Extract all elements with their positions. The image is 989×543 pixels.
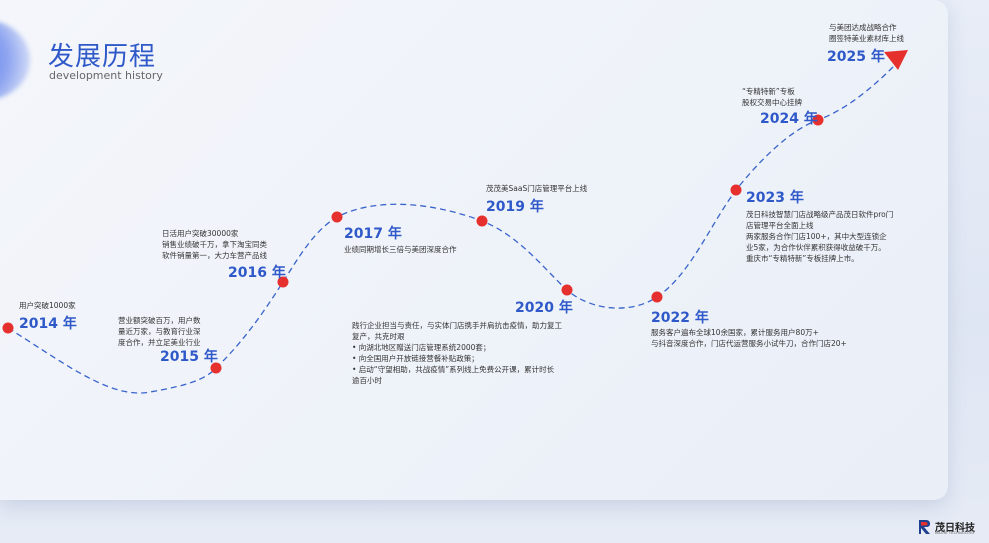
brand-mark-icon xyxy=(919,520,930,534)
page-subtitle: development history xyxy=(49,69,163,82)
milestone-2016-year: 2016 年 xyxy=(228,265,286,281)
brand-name: 茂日科技 xyxy=(935,523,975,534)
milestone-dot xyxy=(476,215,488,227)
milestone-2024-text: “专精特新”专板 股权交易中心挂牌 xyxy=(742,87,802,107)
milestone-dot xyxy=(561,284,573,296)
milestone-2020-year: 2020 年 xyxy=(515,300,573,316)
milestone-dot xyxy=(812,114,824,126)
milestone-dot xyxy=(331,211,343,223)
milestone-dot xyxy=(2,322,14,334)
milestone-2014-year: 2014 年 xyxy=(19,316,77,332)
brand-logo: 茂日科技 MAORI TECHNOLOGY xyxy=(918,519,982,537)
milestone-2017-year: 2017 年 xyxy=(344,226,402,242)
milestone-dot xyxy=(210,362,222,374)
milestone-2024-year: 2024 年 xyxy=(760,111,818,127)
milestone-2016-text: 日活用户突破30000家 销售业绩破千万，拿下淘宝同类 软件销量第一，大力车营产… xyxy=(162,229,267,260)
milestone-2022-text: 服务客户遍布全球10余国家，累计服务用户80万+ 与抖音深度合作，门店代运营服务… xyxy=(651,328,847,348)
arrow-head-icon xyxy=(884,50,908,70)
history-card: 发展历程 development history 用户突破1000家 2014 … xyxy=(0,0,948,500)
milestone-2023-text: 茂日科技智慧门店战略级产品茂日软件pro门 店管理平台全面上线 两家服务合作门店… xyxy=(746,210,894,263)
brand-name-en: MAORI TECHNOLOGY xyxy=(935,531,975,535)
page-title: 发展历程 xyxy=(48,42,157,72)
milestone-2017-text: 业绩同期增长三倍与美团深度合作 xyxy=(344,245,457,254)
milestone-2019-year: 2019 年 xyxy=(486,199,544,215)
milestone-2019-text: 茂茂美SaaS门店管理平台上线 xyxy=(486,184,588,193)
milestone-2020-text: 践行企业担当与责任，与实体门店携手并肩抗击疫情，助力复工 复产，共克时艰 • 向… xyxy=(352,321,562,385)
milestone-2014-text: 用户突破1000家 xyxy=(19,301,76,310)
timeline-curve xyxy=(2,50,908,394)
milestone-2015-year: 2015 年 xyxy=(160,349,218,365)
milestone-2022-year: 2022 年 xyxy=(651,310,709,326)
milestone-dot xyxy=(277,276,289,288)
milestone-2023-year: 2023 年 xyxy=(746,190,804,206)
milestone-2025-text: 与美团达成战略合作 圈签特美业素材库上线 xyxy=(829,23,904,43)
milestone-dot xyxy=(651,291,663,303)
milestone-dot xyxy=(730,184,742,196)
milestone-2025-year: 2025 年 xyxy=(827,49,885,65)
milestone-2015-text: 营业额突破百万，用户数 量近万家，与教育行业深 度合作，并立足美业行业 xyxy=(118,316,201,347)
